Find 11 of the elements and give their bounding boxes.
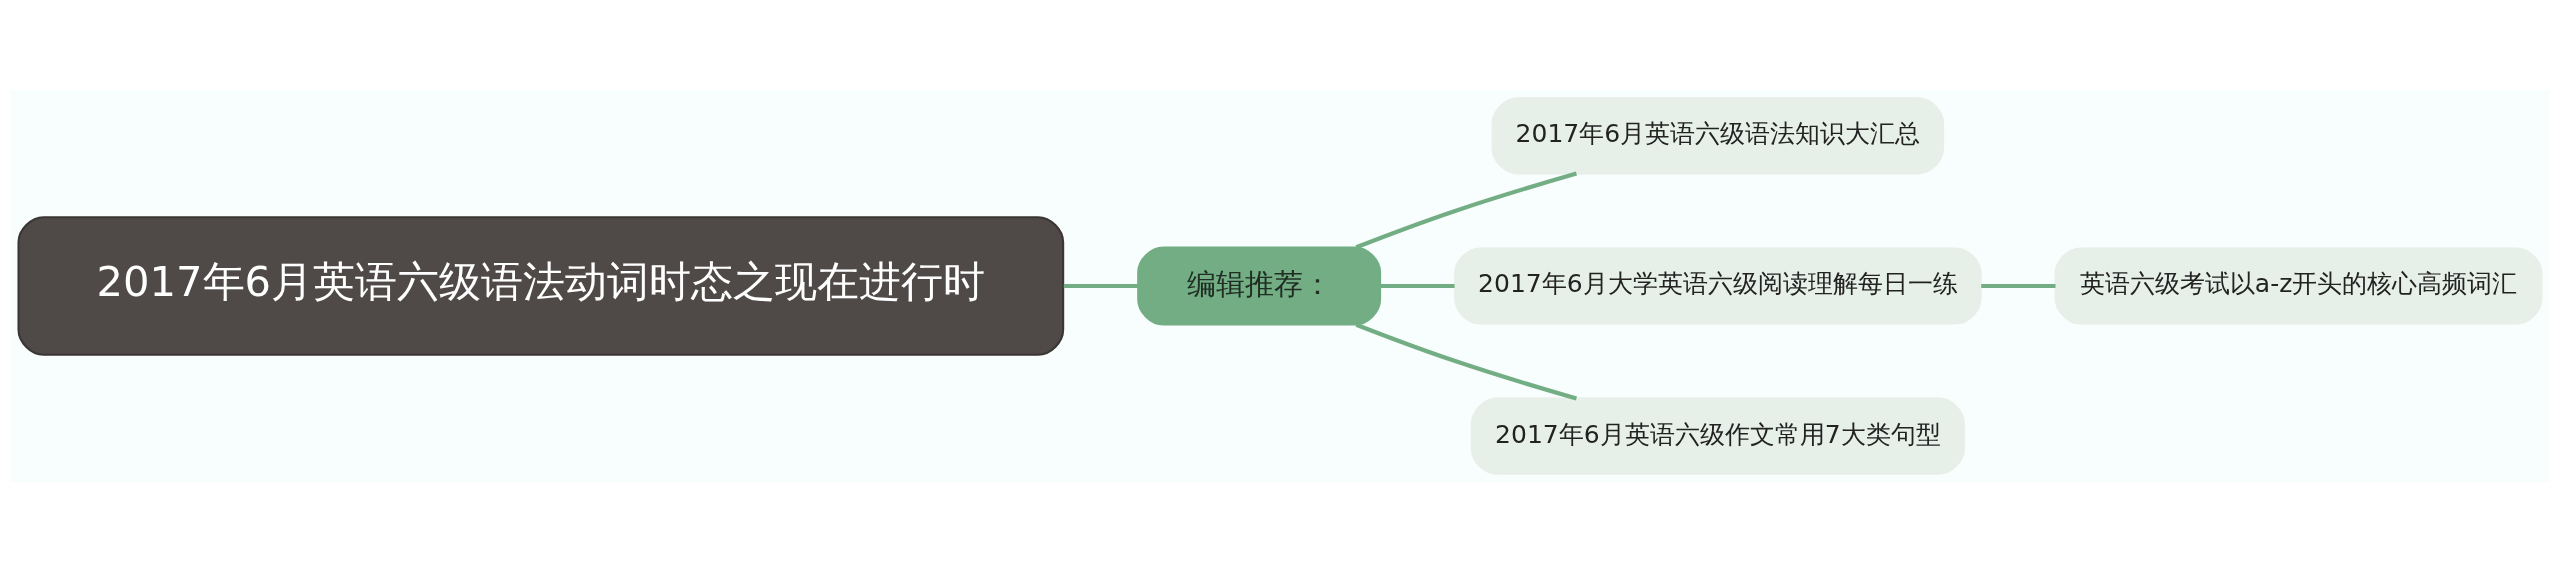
node-box: 2017年6月英语六级语法动词时态之现在进行时 <box>17 216 1065 356</box>
connector <box>1355 171 1577 250</box>
connector <box>1063 283 1139 289</box>
node-box: 英语六级考试以a-z开头的核心高频词汇 <box>2054 247 2543 325</box>
node-box: 2017年6月英语六级作文常用7大类句型 <box>1470 397 1965 475</box>
connector <box>1981 283 2056 289</box>
node-box: 编辑推荐： <box>1137 246 1382 326</box>
node-box: 2017年6月大学英语六级阅读理解每日一练 <box>1454 247 1982 325</box>
connector <box>1355 322 1577 401</box>
connector <box>1380 283 1455 289</box>
node-box: 2017年6月英语六级语法知识大汇总 <box>1491 97 1945 175</box>
